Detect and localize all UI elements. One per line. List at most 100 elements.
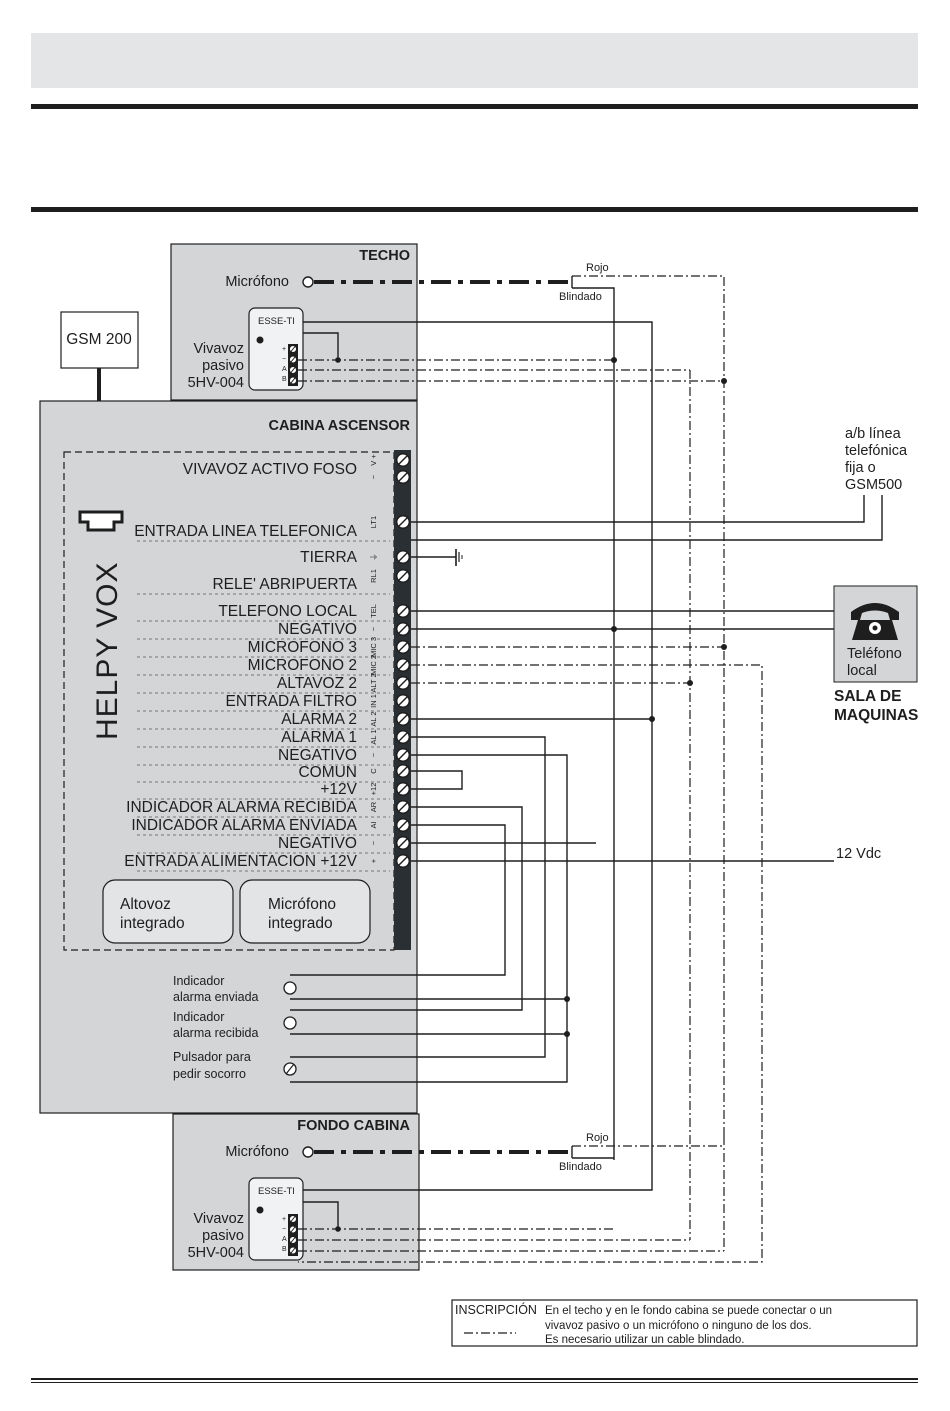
terminal-label: NEGATIVO (278, 835, 357, 852)
techo-pin-minus: − (282, 356, 286, 363)
vdc-label: 12 Vdc (836, 846, 881, 862)
altovoz-line1: Altovoz (120, 896, 171, 913)
telefono-local-line2: local (847, 663, 877, 679)
linea-line4: GSM500 (845, 477, 902, 493)
techo-blindado-label: Blindado (559, 291, 602, 303)
fondo-rojo-label: Rojo (586, 1132, 609, 1144)
terminal-code: MIC 3 (369, 637, 378, 657)
techo-pin-a: A (282, 366, 287, 373)
microfono-int-line2: integrado (268, 915, 333, 932)
techo-microphone-icon (302, 276, 314, 288)
terminal-label: ENTRADA LINEA TELEFONICA (134, 523, 357, 540)
techo-vivavoz-line3: 5HV-004 (188, 375, 244, 391)
altovoz-line2: integrado (120, 915, 185, 932)
inscripcion-legend: INSCRIPCIÓN En el techo y en le fondo ca… (451, 1299, 918, 1347)
terminal-label: TELEFONO LOCAL (218, 603, 357, 620)
inscripcion-line2: vivavoz pasivo o un micrófono o ninguno … (545, 1320, 812, 1332)
inscripcion-line1: En el techo y en le fondo cabina se pued… (545, 1305, 832, 1317)
fondo-pin-minus: − (282, 1226, 286, 1233)
indicador-enviada-line2: alarma enviada (173, 990, 259, 1004)
fondo-pin-a: A (282, 1236, 287, 1243)
terminal-code: C (369, 768, 378, 774)
terminal-code: MIC 2 (369, 655, 378, 675)
techo-title: TECHO (359, 248, 410, 264)
terminal-code: AL 2 (369, 711, 378, 726)
linea-line1: a/b línea (845, 426, 902, 442)
fondo-panel: FONDO CABINA Micrófono ESSE-TI + − A B V… (172, 1113, 420, 1271)
terminal-label: COMUN (298, 764, 357, 781)
altovoz-integrado-box (102, 879, 234, 944)
terminal-label: NEGATIVO (278, 621, 357, 638)
terminal-label: VIVAVOZ ACTIVO FOSO (183, 461, 357, 478)
fondo-microphone-icon (302, 1146, 314, 1158)
techo-vivavoz-line2: pasivo (202, 358, 244, 374)
terminal-code: V + (369, 454, 378, 466)
microfono-int-line1: Micrófono (268, 896, 336, 913)
gsm200-label: GSM 200 (66, 331, 132, 348)
techo-pin-b: B (282, 376, 287, 383)
terminal-label: ALARMA 2 (281, 711, 357, 728)
terminal-code: − (369, 474, 378, 479)
pulsador-line2: pedir socorro (173, 1067, 246, 1081)
terminal-label: INDICADOR ALARMA RECIBIDA (126, 799, 357, 816)
telephone-icon (851, 603, 899, 640)
terminal-code: TEL (369, 604, 378, 618)
techo-rojo-label: Rojo (586, 262, 609, 274)
inscripcion-line3: Es necesario utilizar un cable blindado. (545, 1334, 744, 1346)
helpy-vox-title: HELPY VOX (91, 561, 124, 740)
cabina-panel: CABINA ASCENSOR HELPY VOX VIVAVOZ ACTIVO… (39, 400, 418, 1114)
terminal-code: ⏚ (369, 553, 378, 561)
fondo-vivavoz-line3: 5HV-004 (188, 1245, 244, 1261)
fondo-speaker-icon (256, 1206, 264, 1214)
terminal-code: ALT 2 (369, 673, 378, 692)
terminal-code: − (369, 626, 378, 631)
techo-esse-ti-label: ESSE-TI (258, 316, 295, 327)
inscripcion-title: INSCRIPCIÓN (455, 1302, 537, 1317)
techo-microfono-label: Micrófono (225, 274, 289, 290)
pulsador-line1: Pulsador para (173, 1050, 251, 1064)
wiring: Rojo Blindado (290, 262, 883, 1263)
terminal-code: AI (369, 821, 378, 828)
header-band (31, 33, 918, 88)
terminal-code: − (369, 752, 378, 757)
fondo-pin-b: B (282, 1246, 287, 1253)
linea-line2: telefónica (845, 443, 908, 459)
terminal-label: RELE' ABRIPUERTA (212, 576, 357, 593)
linea-line3: fija o (845, 460, 876, 476)
techo-pin-plus: + (282, 346, 286, 353)
header-rule-top (31, 104, 918, 109)
telefono-local-box: Teléfono local (833, 585, 918, 683)
terminal-code: LT1 (369, 516, 378, 528)
terminal-label: TIERRA (300, 549, 358, 566)
terminal-code: − (369, 840, 378, 845)
terminal-label: ENTRADA FILTRO (226, 693, 357, 710)
terminal-label: MICROFONO 2 (248, 657, 357, 674)
terminal-label: MICROFONO 3 (248, 639, 357, 656)
indicador-recibida-line1: Indicador (173, 1010, 224, 1024)
fondo-vivavoz-line1: Vivavoz (193, 1211, 244, 1227)
indicador-enviada-lamp-icon (283, 981, 297, 995)
header-rule-bottom (31, 207, 918, 212)
terminal-code: RL1 (369, 569, 378, 583)
fondo-microfono-label: Micrófono (225, 1144, 289, 1160)
sala-line1: SALA DE (834, 688, 901, 705)
indicador-recibida-line2: alarma recibida (173, 1026, 259, 1040)
fondo-pin-plus: + (282, 1216, 286, 1223)
terminal-label: ALARMA 1 (281, 729, 357, 746)
techo-vivavoz-line1: Vivavoz (193, 341, 244, 357)
terminal-code: IN 1 (369, 694, 378, 708)
telefono-local-line1: Teléfono (847, 646, 902, 662)
indicador-enviada-line1: Indicador (173, 974, 224, 988)
footer-rule (31, 1378, 918, 1380)
sala-line2: MAQUINAS (834, 707, 918, 724)
phone-jack-icon (78, 510, 124, 532)
fondo-blindado-label: Blindado (559, 1161, 602, 1173)
fondo-esse-ti-label: ESSE-TI (258, 1186, 295, 1197)
terminal-label: +12V (320, 781, 357, 798)
terminal-code: AR (369, 801, 378, 812)
microfono-integrado-box (239, 879, 371, 944)
terminal-label: INDICADOR ALARMA ENVIADA (131, 817, 357, 834)
terminal-label: ENTRADA ALIMENTACION +12V (124, 853, 357, 870)
terminal-code: + (369, 858, 378, 863)
